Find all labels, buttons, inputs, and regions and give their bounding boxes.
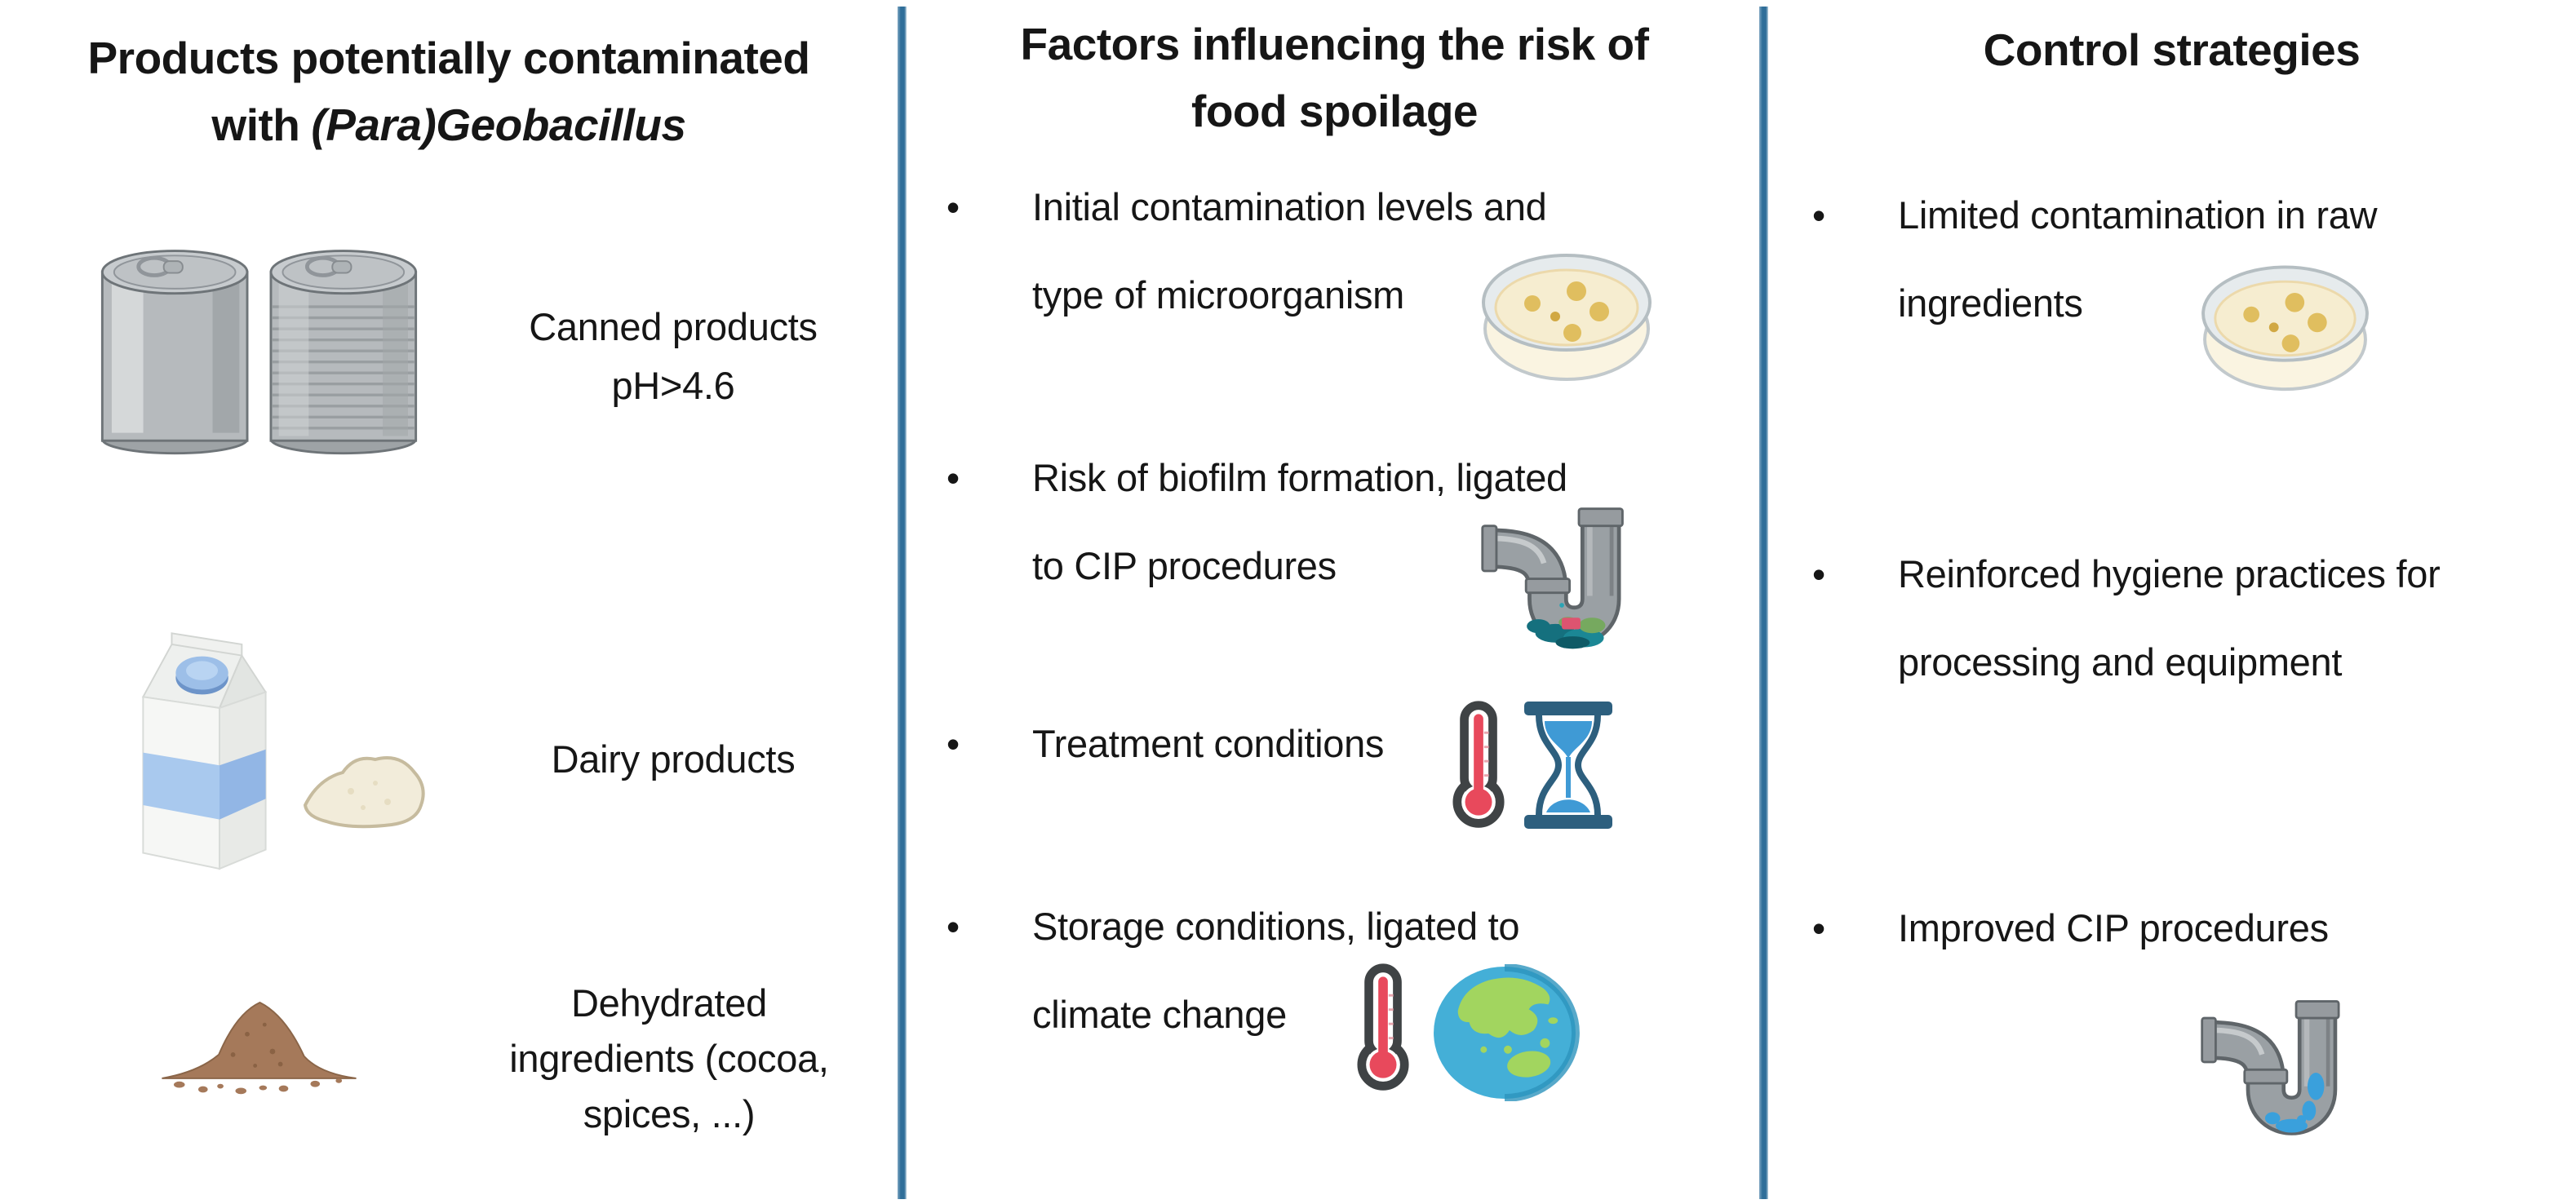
- factors-bullet-initial-contamination: • Initial contamination levels and type …: [947, 163, 1547, 339]
- factors-bullet-treatment: • Treatment conditions: [947, 700, 1384, 788]
- milk-carton-icon: [122, 600, 286, 881]
- canned-products-label-line2: pH>4.6: [611, 364, 735, 407]
- factors-bullet2-text: Risk of biofilm formation, ligated to CI…: [1032, 434, 1567, 610]
- dairy-products-label-line1: Dairy products: [551, 737, 796, 781]
- products-column-title: Products potentially contaminated with(P…: [0, 24, 898, 158]
- factors-bullet1-line2: type of microorganism: [1032, 273, 1405, 316]
- factors-bullet1-line1: Initial contamination levels and: [1032, 185, 1547, 228]
- factors-bullet3-line1: Treatment conditions: [1032, 722, 1385, 765]
- bullet-marker: •: [1812, 553, 1826, 595]
- petri-dish-icon: [1473, 227, 1660, 386]
- tin-cans-icon: [86, 241, 432, 469]
- factors-bullet-biofilm: • Risk of biofilm formation, ligated to …: [947, 434, 1567, 610]
- milk-powder-icon: [294, 730, 432, 836]
- factors-title-line1: Factors influencing the risk of: [1020, 19, 1649, 69]
- products-title-line2-genus: (Para)Geobacillus: [311, 100, 686, 150]
- bullet-marker: •: [1812, 907, 1826, 949]
- products-title-line2: with(Para)Geobacillus: [0, 91, 898, 158]
- control-bullet-cip: • Improved CIP procedures: [1812, 884, 2329, 972]
- column-control: Control strategies: [1767, 0, 2576, 1204]
- control-title-line1: Control strategies: [1983, 24, 2361, 75]
- bullet-marker: •: [947, 723, 960, 765]
- column-divider-right: [1759, 7, 1768, 1199]
- bullet-marker: •: [1812, 194, 1826, 237]
- control-column-title: Control strategies: [1767, 16, 2576, 83]
- drain-pipe-water-icon: [2197, 997, 2364, 1160]
- control-bullet2-text: Reinforced hygiene practices for process…: [1898, 530, 2441, 706]
- bullet-marker: •: [947, 905, 960, 948]
- drain-pipe-biofilm-icon: [1477, 504, 1648, 671]
- factors-bullet-storage: • Storage conditions, ligated to climate…: [947, 883, 1519, 1059]
- thermometer-icon: [1440, 698, 1518, 833]
- bullet-marker: •: [947, 457, 960, 499]
- factors-column-title: Factors influencing the risk of food spo…: [910, 11, 1759, 144]
- column-factors: Factors influencing the risk of food spo…: [910, 0, 1759, 1204]
- canned-products-label-line1: Canned products: [529, 305, 818, 348]
- dehydrated-label-line1: Dehydrated: [571, 981, 767, 1025]
- control-bullet1-line2: ingredients: [1898, 281, 2083, 325]
- dairy-products-label: Dairy products: [469, 730, 877, 789]
- control-bullet3-text: Improved CIP procedures: [1898, 884, 2329, 972]
- cocoa-powder-pile-icon: [151, 979, 367, 1101]
- dehydrated-label-line3: spices, ...): [583, 1092, 756, 1135]
- factors-bullet2-line1: Risk of biofilm formation, ligated: [1032, 456, 1567, 499]
- control-bullet2-line2: processing and equipment: [1898, 640, 2343, 684]
- control-bullet1-line1: Limited contamination in raw: [1898, 193, 2378, 237]
- control-bullet2-line1: Reinforced hygiene practices for: [1898, 552, 2441, 595]
- column-divider-left: [898, 7, 907, 1199]
- petri-dish-icon: [2193, 239, 2377, 396]
- control-bullet-hygiene: • Reinforced hygiene practices for proce…: [1812, 530, 2441, 706]
- control-bullet-raw-ingredients: • Limited contamination in raw ingredien…: [1812, 171, 2378, 347]
- dehydrated-ingredients-label: Dehydrated ingredients (cocoa, spices, .…: [441, 976, 898, 1142]
- factors-bullet4-line2: climate change: [1032, 993, 1287, 1036]
- globe-asia-icon: [1430, 964, 1581, 1101]
- factors-bullet1-text: Initial contamination levels and type of…: [1032, 163, 1547, 339]
- control-bullet3-line1: Improved CIP procedures: [1898, 906, 2329, 949]
- control-bullet1-text: Limited contamination in raw ingredients: [1898, 171, 2378, 347]
- bullet-marker: •: [947, 186, 960, 228]
- products-title-line2-plain: with: [211, 100, 300, 150]
- products-title-line1: Products potentially contaminated: [87, 33, 810, 83]
- canned-products-label: Canned products pH>4.6: [453, 298, 893, 415]
- dehydrated-label-line2: ingredients (cocoa,: [509, 1037, 829, 1080]
- factors-bullet2-line2: to CIP procedures: [1032, 544, 1337, 587]
- hourglass-icon: [1519, 700, 1617, 830]
- factors-bullet3-text: Treatment conditions: [1032, 700, 1384, 788]
- factors-title-line2: food spoilage: [1191, 86, 1479, 136]
- factors-bullet4-text: Storage conditions, ligated to climate c…: [1032, 883, 1519, 1059]
- column-products: Products potentially contaminated with(P…: [0, 0, 898, 1204]
- thermometer-icon: [1345, 961, 1422, 1096]
- factors-bullet4-line1: Storage conditions, ligated to: [1032, 905, 1520, 948]
